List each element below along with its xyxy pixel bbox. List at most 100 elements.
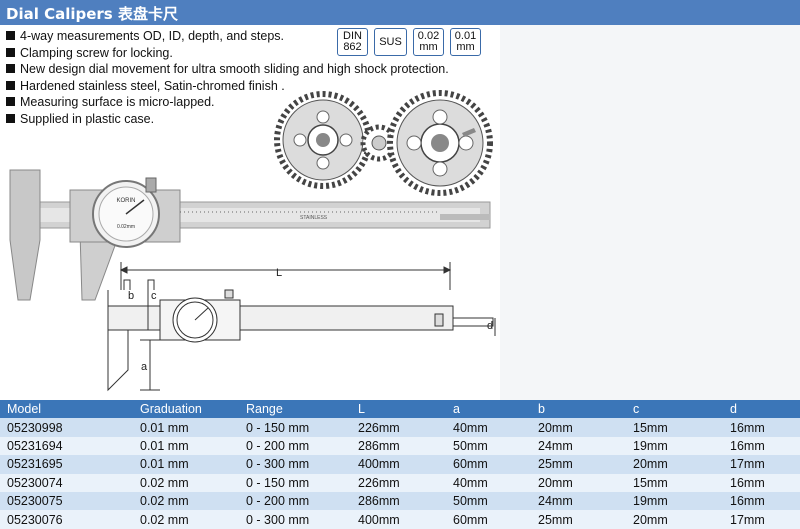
table-cell: 05230998	[7, 420, 63, 435]
table-cell: 05230075	[7, 494, 63, 509]
table-cell: 19mm	[633, 494, 668, 509]
table-cell: 15mm	[633, 475, 668, 490]
table-cell: 16mm	[730, 475, 765, 490]
sus-badge-text: SUS	[379, 35, 402, 48]
feature-item: Supplied in plastic case.	[6, 111, 449, 128]
feature-text: 4-way measurements OD, ID, depth, and st…	[20, 29, 285, 43]
graduation-001-badge: 0.01 mm	[450, 28, 481, 56]
spec-table: Model Graduation Range L a b c d 0523099…	[0, 400, 800, 529]
table-cell: 25mm	[538, 512, 573, 527]
feature-text: Supplied in plastic case.	[20, 111, 155, 126]
table-cell: 0 - 300 mm	[246, 512, 310, 527]
table-row: 05231694 0.01 mm 0 - 200 mm 286mm 50mm 2…	[0, 436, 800, 456]
column-header: Graduation	[140, 402, 202, 417]
column-header: d	[730, 402, 737, 417]
dimension-a-label: a	[141, 361, 148, 373]
table-cell: 0 - 300 mm	[246, 457, 310, 472]
caliper-drawing	[107, 262, 496, 392]
table-row: 05230076 0.02 mm 0 - 300 mm 400mm 60mm 2…	[0, 510, 800, 529]
table-cell: 0.01 mm	[140, 457, 189, 472]
table-cell: 24mm	[538, 494, 573, 509]
dial-brand-text: KORIN	[116, 198, 135, 204]
caliper-illustration: KORIN 0.02mm STAINLESS L a b c d	[9, 90, 496, 392]
table-cell: 25mm	[538, 457, 573, 472]
table-row: 05230075 0.02 mm 0 - 200 mm 286mm 50mm 2…	[0, 491, 800, 511]
faded-watermark-panel	[500, 25, 800, 400]
bullet-icon	[6, 31, 15, 40]
table-cell: 17mm	[730, 512, 765, 527]
table-cell: 19mm	[633, 438, 668, 453]
standard-badges: DIN 862 SUS 0.02 mm 0.01 mm	[337, 28, 481, 56]
table-cell: 05230074	[7, 475, 63, 490]
dimension-b-label: b	[128, 290, 134, 302]
table-cell: 20mm	[538, 475, 573, 490]
column-header: Model	[7, 402, 42, 417]
table-cell: 17mm	[730, 457, 765, 472]
table-cell: 60mm	[453, 457, 488, 472]
table-cell: 400mm	[358, 512, 400, 527]
scale-text: STAINLESS	[300, 215, 328, 221]
table-row: 05230074 0.02 mm 0 - 150 mm 226mm 40mm 2…	[0, 473, 800, 492]
gear-left-icon	[274, 91, 372, 189]
table-cell: 0.01 mm	[140, 420, 189, 435]
dimension-c-label: c	[151, 290, 157, 302]
graduation-002-badge: 0.02 mm	[413, 28, 444, 56]
table-cell: 0 - 200 mm	[246, 438, 310, 453]
bullet-icon	[6, 80, 15, 90]
table-cell: 286mm	[358, 494, 400, 509]
column-header: a	[453, 402, 460, 417]
table-cell: 40mm	[453, 475, 488, 490]
table-cell: 16mm	[730, 438, 765, 453]
graduation-001-text: 0.01 mm	[454, 30, 477, 53]
din-badge-text: DIN 862	[343, 30, 362, 53]
table-row: 05231695 0.01 mm 0 - 300 mm 400mm 60mm 2…	[0, 455, 800, 474]
feature-item: Measuring surface is micro-lapped.	[6, 94, 449, 111]
table-cell: 60mm	[453, 512, 488, 527]
table-cell: 15mm	[633, 420, 668, 435]
table-cell: 24mm	[538, 438, 573, 453]
table-cell: 05231695	[7, 457, 63, 472]
page-title: Dial Calipers 表盘卡尺	[6, 5, 178, 23]
table-cell: 0 - 200 mm	[246, 494, 310, 509]
feature-text: Clamping screw for locking.	[20, 45, 173, 60]
table-cell: 16mm	[730, 494, 765, 509]
table-cell: 50mm	[453, 438, 488, 453]
table-cell: 50mm	[453, 494, 488, 509]
feature-item: Clamping screw for locking.	[6, 45, 449, 62]
table-header-row: Model Graduation Range L a b c d	[0, 400, 800, 419]
bullet-icon	[6, 113, 15, 123]
column-header: L	[358, 402, 365, 417]
table-cell: 40mm	[453, 420, 488, 435]
table-cell: 0 - 150 mm	[246, 420, 310, 435]
caliper-photo: KORIN 0.02mm STAINLESS	[9, 169, 491, 301]
table-row: 05230998 0.01 mm 0 - 150 mm 226mm 40mm 2…	[0, 418, 800, 437]
title-bar: Dial Calipers 表盘卡尺	[0, 0, 800, 25]
bullet-icon	[6, 64, 15, 73]
table-cell: 0.02 mm	[140, 494, 189, 509]
table-cell: 20mm	[633, 512, 668, 527]
feature-item: 4-way measurements OD, ID, depth, and st…	[6, 28, 449, 45]
column-header: c	[633, 402, 640, 417]
dial-graduation-text: 0.02mm	[117, 224, 135, 230]
table-cell: 0 - 150 mm	[246, 475, 310, 490]
bullet-icon	[6, 97, 15, 106]
gear-right-icon	[387, 90, 493, 196]
feature-text: New design dial movement for ultra smoot…	[20, 62, 449, 76]
table-cell: 400mm	[358, 457, 400, 472]
table-cell: 0.02 mm	[140, 512, 189, 527]
table-cell: 0.02 mm	[140, 475, 189, 490]
table-cell: 20mm	[633, 457, 668, 472]
dimension-L-label: L	[276, 267, 282, 279]
bullet-icon	[6, 47, 15, 57]
table-cell: 226mm	[358, 420, 400, 435]
table-cell: 226mm	[358, 475, 400, 490]
feature-text: Hardened stainless steel, Satin-chromed …	[20, 78, 285, 93]
table-cell: 16mm	[730, 420, 765, 435]
feature-list: 4-way measurements OD, ID, depth, and st…	[6, 28, 449, 127]
feature-item: New design dial movement for ultra smoot…	[6, 61, 449, 78]
feature-text: Measuring surface is micro-lapped.	[20, 95, 215, 109]
dimension-d-label: d	[487, 320, 493, 332]
din-badge: DIN 862	[337, 28, 368, 56]
table-cell: 05231694	[7, 438, 63, 453]
column-header: Range	[246, 402, 283, 417]
